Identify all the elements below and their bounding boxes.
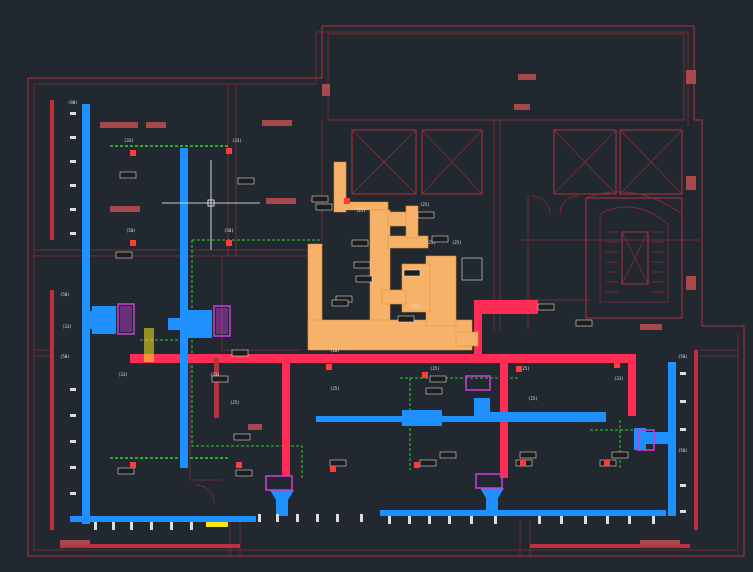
label-room-a: (90) <box>68 100 78 105</box>
air-handler-icon <box>117 303 655 491</box>
label-center-1: (20) <box>330 348 340 353</box>
building-walls <box>27 25 745 557</box>
equipment-tag <box>119 171 137 179</box>
label-east-3: (33) <box>614 376 624 381</box>
supply-air-ducts <box>70 104 676 524</box>
equipment-tag-box <box>237 177 255 185</box>
equipment-tag <box>231 349 249 357</box>
equipment-tag-box <box>351 239 369 247</box>
equipment-tag <box>417 211 435 219</box>
crosshair-cursor-icon <box>162 160 260 250</box>
equipment-tag <box>403 269 421 277</box>
equipment-tag-box <box>353 261 371 269</box>
equipment-tag <box>351 239 369 247</box>
shaft-blocks <box>351 129 683 195</box>
equipment-tag <box>575 319 593 327</box>
bottom-terminal-row <box>94 514 655 530</box>
equipment-tag-box <box>311 195 329 203</box>
equipment-tag-box <box>119 171 137 179</box>
window-strips <box>50 100 698 548</box>
equipment-tag <box>233 433 251 441</box>
equipment-tag-box <box>329 459 347 467</box>
label-room-i: (25) <box>426 240 436 245</box>
equipment-tag <box>425 387 443 395</box>
equipment-tag-box <box>611 451 629 459</box>
label-center-5: (25) <box>528 396 538 401</box>
equipment-tag <box>315 203 333 211</box>
label-center-2: (25) <box>430 366 440 371</box>
equipment-tag <box>331 299 349 307</box>
piping-network <box>110 145 650 478</box>
label-room-j: (25) <box>452 240 462 245</box>
equipment-tag <box>353 261 371 269</box>
equipment-tag-box <box>425 387 443 395</box>
equipment-tag-box <box>397 315 415 323</box>
equipment-tag-box <box>439 451 457 459</box>
equipment-tag <box>311 195 329 203</box>
label-room-e: (50) <box>224 228 234 233</box>
equipment-tag-box <box>331 299 349 307</box>
label-room-c: (33) <box>232 138 242 143</box>
equipment-tag <box>235 469 253 477</box>
equipment-tag <box>397 315 415 323</box>
equipment-tag <box>211 375 229 383</box>
equipment-fill <box>120 306 228 334</box>
sidewall-terminals <box>70 112 686 513</box>
label-room-g: (25) <box>410 304 420 309</box>
label-west-3: (50) <box>60 354 70 359</box>
equipment-tag <box>537 303 555 311</box>
equipment-tag-box <box>419 459 437 467</box>
equipment-tag-box <box>315 203 333 211</box>
highlight-markers <box>144 257 483 527</box>
label-room-d: (50) <box>126 228 136 233</box>
equipment-tag-box <box>115 251 133 259</box>
label-room-b: (33) <box>124 138 134 143</box>
equipment-tag-box <box>429 375 447 383</box>
label-west-5: (33) <box>210 372 220 377</box>
equipment-tag-box <box>403 269 421 277</box>
label-center-6: (25) <box>230 400 240 405</box>
device-markers <box>130 148 620 472</box>
equipment-tag <box>237 177 255 185</box>
equipment-tag-box <box>519 451 537 459</box>
label-center-4: (25) <box>330 386 340 391</box>
label-east-1: (50) <box>678 354 688 359</box>
label-west-1: (33) <box>62 324 72 329</box>
label-west-2: (50) <box>60 292 70 297</box>
equipment-tag <box>355 275 373 283</box>
label-west-4: (33) <box>118 372 128 377</box>
equipment-tag <box>611 451 629 459</box>
equipment-tag-box <box>417 211 435 219</box>
equipment-tag-box <box>211 375 229 383</box>
equipment-tag-box <box>233 433 251 441</box>
label-room-f: (25) <box>420 202 430 207</box>
equipment-tag-box <box>537 303 555 311</box>
equipment-tag <box>115 251 133 259</box>
label-room-h: (25) <box>356 208 366 213</box>
dimension-labels: (90) (33) (33) (50) (50) (25) (25) (25) … <box>60 100 688 453</box>
equipment-tag <box>419 459 437 467</box>
equipment-tag-box <box>431 235 449 243</box>
label-center-3: (25) <box>520 366 530 371</box>
equipment-tag <box>431 235 449 243</box>
equipment-tag-box <box>575 319 593 327</box>
equipment-tag <box>519 451 537 459</box>
room-name-blocks <box>60 74 680 545</box>
staircase-icon <box>585 191 683 319</box>
equipment-tag <box>429 375 447 383</box>
equipment-tag-box <box>235 469 253 477</box>
exhaust-ducts <box>307 161 479 351</box>
equipment-tag-box <box>231 349 249 357</box>
equipment-tag-box <box>355 275 373 283</box>
label-east-2: (50) <box>678 448 688 453</box>
equipment-tag <box>439 451 457 459</box>
equipment-tag-box <box>117 467 135 475</box>
equipment-tag <box>329 459 347 467</box>
equipment-tag <box>117 467 135 475</box>
